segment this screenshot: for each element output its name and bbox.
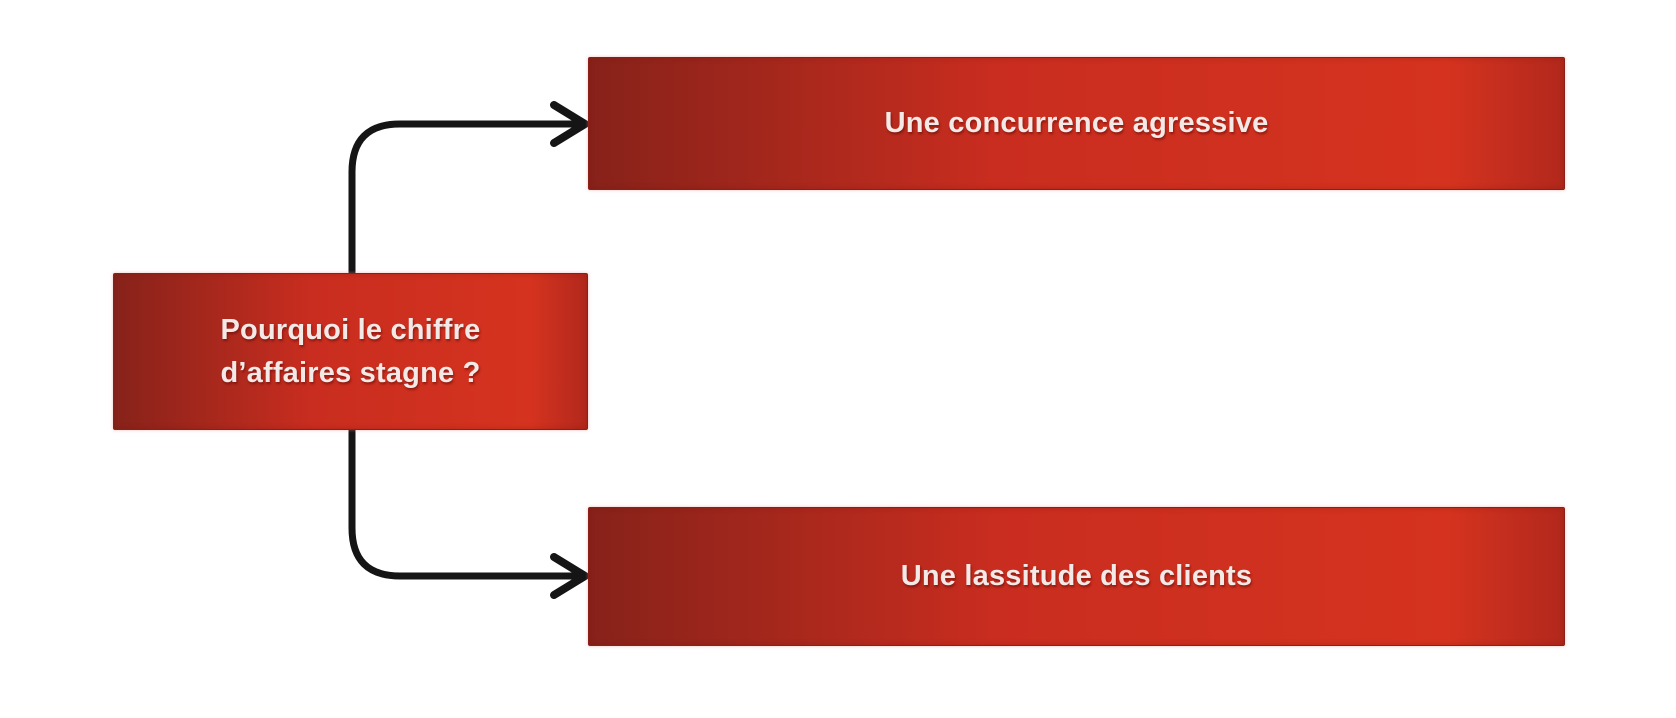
cause-label-concurrence: Une concurrence agressive (884, 107, 1269, 139)
question-label-line-1: Pourquoi le chiffre (220, 313, 481, 346)
arrow-line-to-cause-2 (348, 429, 579, 580)
arrow-line-to-cause-1 (348, 120, 579, 274)
cause-box-lassitude: Une lassitude des clients (588, 507, 1565, 646)
cause-box-concurrence: Une concurrence agressive (588, 57, 1565, 190)
question-label-line-2: d’affaires stagne ? (220, 356, 481, 389)
arrow-head-to-cause-2 (550, 553, 593, 599)
cause-label-lassitude: Une lassitude des clients (900, 560, 1253, 592)
question-box: Pourquoi le chiffre d’affaires stagne ? (113, 273, 588, 430)
arrow-head-to-cause-1 (550, 101, 593, 147)
question-label: Pourquoi le chiffre d’affaires stagne ? (220, 309, 480, 395)
